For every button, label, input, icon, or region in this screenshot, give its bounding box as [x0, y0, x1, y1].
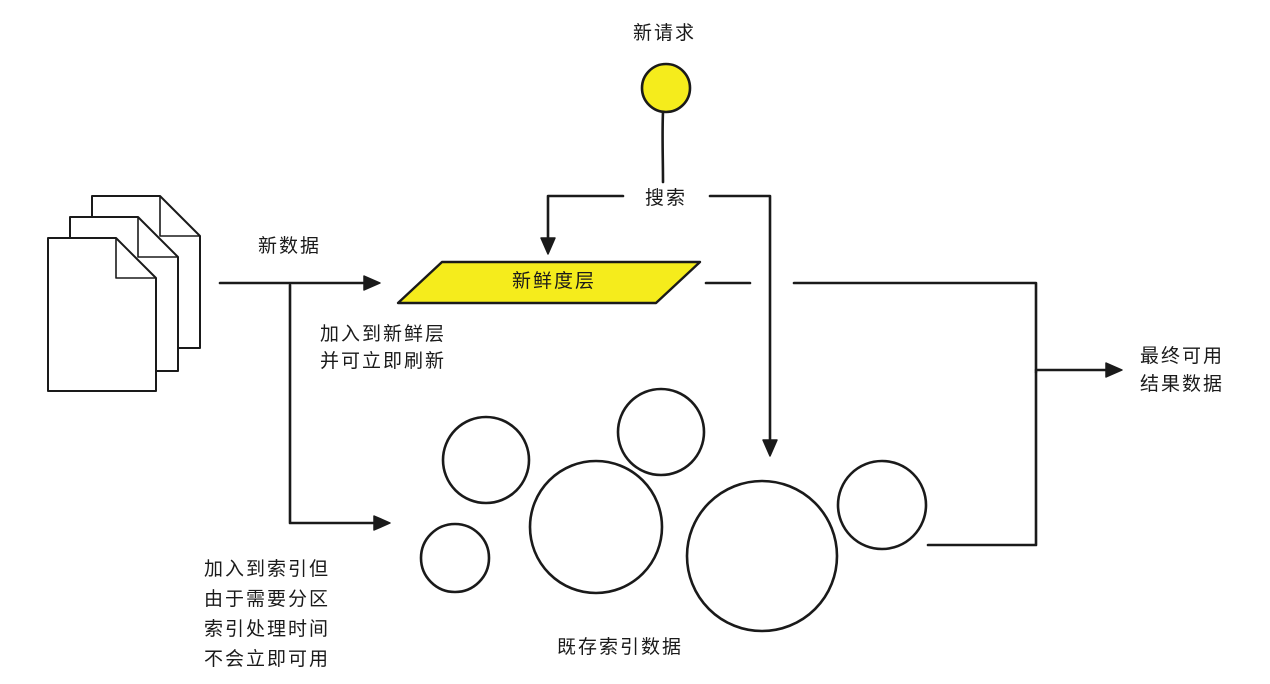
add-to-index-note: 加入到索引但 由于需要分区 索引处理时间 不会立即可用: [204, 554, 330, 674]
search-label: 搜索: [641, 185, 692, 212]
search-to-freshness-arrow: [540, 194, 625, 255]
new-data-to-freshness-arrow: [218, 275, 381, 291]
add-to-index-line: 不会立即可用: [204, 648, 331, 670]
new-data-to-index-arrow: [288, 283, 391, 531]
index-partition-circle: [836, 459, 928, 551]
index-partition-circle: [616, 387, 706, 477]
search-to-index-arrow: [708, 194, 778, 457]
index-partition-circle: [528, 459, 664, 595]
add-to-fresh-line: 加入到新鲜层: [320, 323, 447, 345]
index-output-line: [926, 370, 1038, 547]
add-to-fresh-line: 并可立即刷新: [320, 350, 447, 372]
freshness-output-line: [704, 281, 1038, 374]
add-to-index-line: 由于需要分区: [204, 588, 331, 610]
freshness-layer-shape: [396, 260, 702, 305]
request-dot-icon: [640, 62, 692, 114]
request-label: 新请求: [633, 22, 697, 44]
index-partition-circle: [685, 479, 839, 633]
index-partitions: [419, 387, 928, 633]
add-to-index-line: 加入到索引但: [204, 558, 331, 580]
final-result-line: 最终可用: [1140, 345, 1225, 367]
merge-to-result-arrow: [1034, 362, 1123, 378]
index-partition-circle: [441, 415, 531, 505]
index-partition-circle: [419, 522, 491, 594]
add-to-index-line: 索引处理时间: [204, 618, 331, 640]
new-data-label: 新数据: [258, 235, 322, 257]
document-stack-icon: [47, 195, 201, 392]
existing-index-label: 既存索引数据: [557, 636, 684, 658]
add-to-fresh-note: 加入到新鲜层 并可立即刷新: [320, 321, 446, 375]
freshness-layer-label: 新鲜度层: [512, 270, 597, 292]
final-result-label: 最终可用 结果数据: [1140, 342, 1224, 398]
final-result-line: 结果数据: [1140, 373, 1225, 395]
